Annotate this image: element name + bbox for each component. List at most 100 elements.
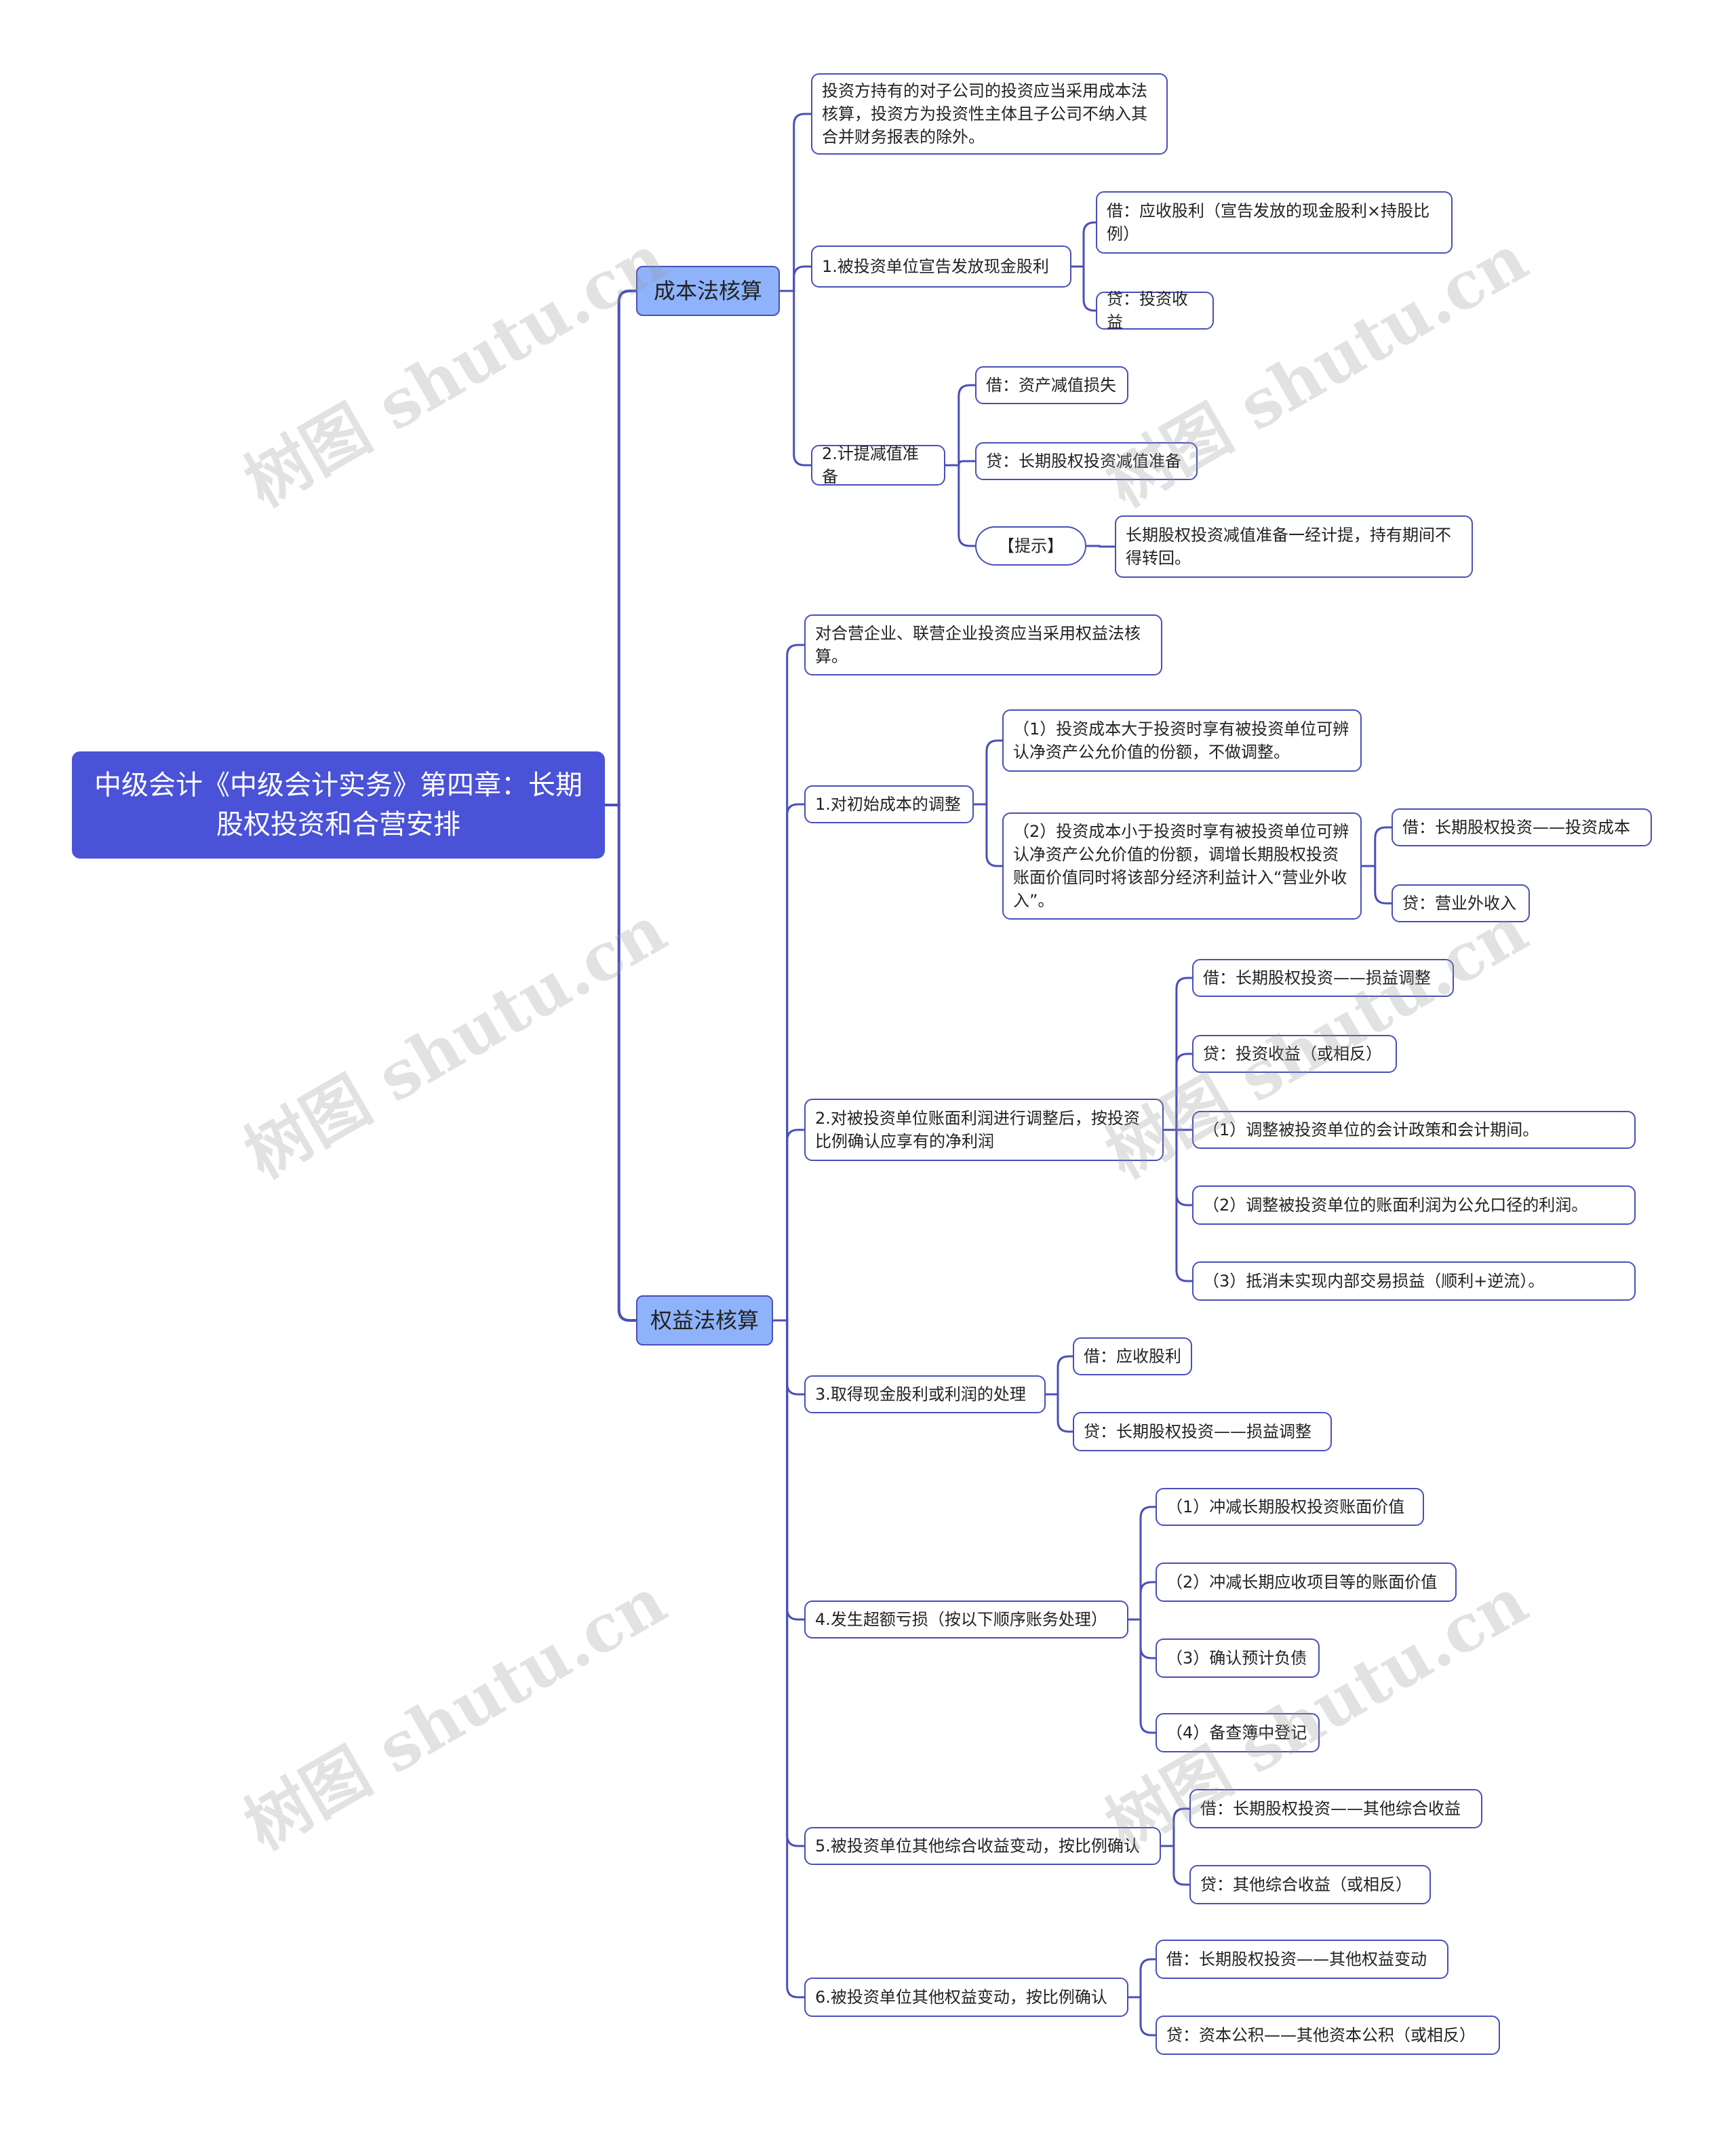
connector-line <box>1164 1128 1192 1206</box>
connector-line <box>1128 1581 1156 1621</box>
other-equity-change[interactable]: 6.被投资单位其他权益变动，按比例确认 <box>804 1978 1128 2017</box>
node-text: 4.发生超额亏损（按以下顺序账务处理） <box>815 1610 1107 1629</box>
connector-line <box>773 1319 804 1621</box>
cash-dividend-handling[interactable]: 3.取得现金股利或利润的处理 <box>804 1375 1046 1413</box>
impairment-tip-detail[interactable]: 长期股权投资减值准备一经计提，持有期间不得转回。 <box>1115 515 1473 578</box>
connector-line <box>773 1319 804 1847</box>
connector-line <box>605 804 636 1322</box>
node-text: 贷：资本公积——其他资本公积（或相反） <box>1166 2026 1476 2045</box>
node-text: （1）投资成本大于投资时享有被投资单位可辨认净资产公允价值的份额，不做调整。 <box>1013 720 1349 762</box>
eliminate-unrealized-gains[interactable]: （3）抵消未实现内部交易损益（顺利+逆流）。 <box>1192 1261 1636 1301</box>
connector-line <box>1128 1996 1156 2037</box>
connector-line <box>1128 1618 1156 1659</box>
connector-line <box>974 739 1002 806</box>
impairment-credit[interactable]: 贷：长期股权投资减值准备 <box>975 442 1198 480</box>
node-text: 贷：营业外收入 <box>1402 894 1516 913</box>
equity-method-scope-note[interactable]: 对合营企业、联营企业投资应当采用权益法核算。 <box>804 614 1162 675</box>
branch-cost-method[interactable]: 成本法核算 <box>636 266 780 316</box>
node-text: （3）确认预计负债 <box>1166 1649 1307 1668</box>
node-text: 贷：投资收益（或相反） <box>1203 1044 1382 1063</box>
connector-line <box>605 290 636 806</box>
connector-line <box>1362 865 1392 905</box>
connector-line <box>1164 1128 1192 1282</box>
node-text: 长期股权投资减值准备一经计提，持有期间不得转回。 <box>1126 526 1451 568</box>
node-text: 2.计提减值准备 <box>822 444 919 486</box>
other-equity-credit[interactable]: 贷：资本公积——其他资本公积（或相反） <box>1156 2016 1500 2055</box>
connector-line <box>1161 1845 1189 1886</box>
net-profit-credit[interactable]: 贷：投资收益（或相反） <box>1192 1035 1397 1073</box>
connector-line <box>1128 1506 1156 1621</box>
node-text: 5.被投资单位其他综合收益变动，按比例确认 <box>815 1836 1140 1855</box>
branch-equity-method[interactable]: 权益法核算 <box>636 1295 773 1346</box>
connector-line <box>1128 1958 1156 1999</box>
connector-line <box>974 803 1002 867</box>
branch-equity-method-label: 权益法核算 <box>650 1308 759 1333</box>
node-text: 1.被投资单位宣告发放现金股利 <box>822 257 1049 276</box>
connector-line <box>945 464 975 547</box>
cash-dividend-credit[interactable]: 贷：长期股权投资——损益调整 <box>1073 1412 1332 1451</box>
connector-line <box>1046 1355 1073 1396</box>
initial-cost-credit[interactable]: 贷：营业外收入 <box>1392 884 1530 922</box>
node-text: （4）备查簿中登记 <box>1166 1723 1307 1742</box>
initial-cost-adjustment[interactable]: 1.对初始成本的调整 <box>804 785 974 823</box>
branch-cost-method-label: 成本法核算 <box>653 278 762 304</box>
connector-line <box>780 290 811 467</box>
connector-line <box>1046 1393 1073 1433</box>
connector-line <box>1071 221 1096 268</box>
impairment-debit[interactable]: 借：资产减值损失 <box>975 366 1128 404</box>
node-text: 1.对初始成本的调整 <box>815 795 961 814</box>
node-text: 贷：长期股权投资减值准备 <box>986 452 1181 471</box>
node-text: 借：长期股权投资——其他权益变动 <box>1166 1950 1427 1969</box>
cost-dividend-debit[interactable]: 借：应收股利（宣告发放的现金股利×持股比例） <box>1096 191 1453 254</box>
root-topic-text: 中级会计《中级会计实务》第四章：长期股权投资和合营安排 <box>94 770 583 840</box>
impairment-tip[interactable]: 【提示】 <box>975 526 1086 566</box>
oci-change[interactable]: 5.被投资单位其他综合收益变动，按比例确认 <box>804 1827 1161 1865</box>
node-text: 贷：投资收益 <box>1107 290 1188 332</box>
node-text: 6.被投资单位其他权益变动，按比例确认 <box>815 1988 1107 2007</box>
cost-greater-no-adjust[interactable]: （1）投资成本大于投资时享有被投资单位可辨认净资产公允价值的份额，不做调整。 <box>1002 709 1362 772</box>
connector-line <box>773 803 804 1322</box>
loss-step-4[interactable]: （4）备查簿中登记 <box>1156 1713 1320 1752</box>
node-text: 借：资产减值损失 <box>986 376 1116 395</box>
oci-debit[interactable]: 借：长期股权投资——其他综合收益 <box>1189 1789 1482 1828</box>
cost-impairment[interactable]: 2.计提减值准备 <box>811 444 945 486</box>
excess-loss[interactable]: 4.发生超额亏损（按以下顺序账务处理） <box>804 1600 1128 1638</box>
cost-less-adjust-up[interactable]: （2）投资成本小于投资时享有被投资单位可辨认净资产公允价值的份额，调增长期股权投… <box>1002 812 1362 920</box>
connector-line <box>773 1319 804 1999</box>
cost-method-scope-note[interactable]: 投资方持有的对子公司的投资应当采用成本法核算，投资方为投资性主体且子公司不纳入其… <box>811 73 1168 155</box>
node-text: （2）投资成本小于投资时享有被投资单位可辨认净资产公允价值的份额，调增长期股权投… <box>1013 822 1349 910</box>
loss-step-1[interactable]: （1）冲减长期股权投资账面价值 <box>1156 1488 1424 1526</box>
node-text: 借：长期股权投资——其他综合收益 <box>1200 1799 1461 1818</box>
connector-line <box>945 384 975 467</box>
adjust-policy-period[interactable]: （1）调整被投资单位的会计政策和会计期间。 <box>1192 1111 1636 1149</box>
connector-line <box>773 1128 804 1322</box>
node-text: （3）抵消未实现内部交易损益（顺利+逆流）。 <box>1203 1272 1545 1291</box>
cash-dividend-debit[interactable]: 借：应收股利 <box>1073 1337 1192 1375</box>
adjust-fair-value-profit[interactable]: （2）调整被投资单位的账面利润为公允口径的利润。 <box>1192 1185 1636 1225</box>
connector-line <box>1128 1618 1156 1734</box>
loss-step-3[interactable]: （3）确认预计负债 <box>1156 1638 1320 1678</box>
other-equity-debit[interactable]: 借：长期股权投资——其他权益变动 <box>1156 1940 1448 1979</box>
node-text: 贷：其他综合收益（或相反） <box>1200 1875 1412 1894</box>
connector-line <box>1362 826 1392 867</box>
connector-line <box>773 644 804 1322</box>
connector-line <box>780 113 811 292</box>
connector-line <box>1164 977 1192 1131</box>
cost-dividend-credit[interactable]: 贷：投资收益 <box>1096 290 1214 332</box>
connector-line <box>1086 545 1115 548</box>
connector-line <box>1161 1807 1189 1847</box>
oci-credit[interactable]: 贷：其他综合收益（或相反） <box>1189 1865 1431 1904</box>
node-text: 借：长期股权投资——损益调整 <box>1203 968 1431 987</box>
initial-cost-debit[interactable]: 借：长期股权投资——投资成本 <box>1392 808 1652 846</box>
node-text: 2.对被投资单位账面利润进行调整后，按投资比例确认应享有的净利润 <box>815 1109 1140 1151</box>
net-profit-recognition[interactable]: 2.对被投资单位账面利润进行调整后，按投资比例确认应享有的净利润 <box>804 1099 1164 1161</box>
node-text: 借：应收股利（宣告发放的现金股利×持股比例） <box>1107 201 1430 243</box>
connector-line <box>780 265 811 292</box>
node-text: 3.取得现金股利或利润的处理 <box>815 1385 1026 1404</box>
root-topic[interactable]: 中级会计《中级会计实务》第四章：长期股权投资和合营安排 <box>72 751 605 859</box>
cost-dividend-declared[interactable]: 1.被投资单位宣告发放现金股利 <box>811 245 1071 288</box>
loss-step-2[interactable]: （2）冲减长期应收项目等的账面价值 <box>1156 1563 1457 1602</box>
net-profit-debit[interactable]: 借：长期股权投资——损益调整 <box>1192 959 1454 997</box>
node-text: （2）冲减长期应收项目等的账面价值 <box>1166 1573 1438 1592</box>
